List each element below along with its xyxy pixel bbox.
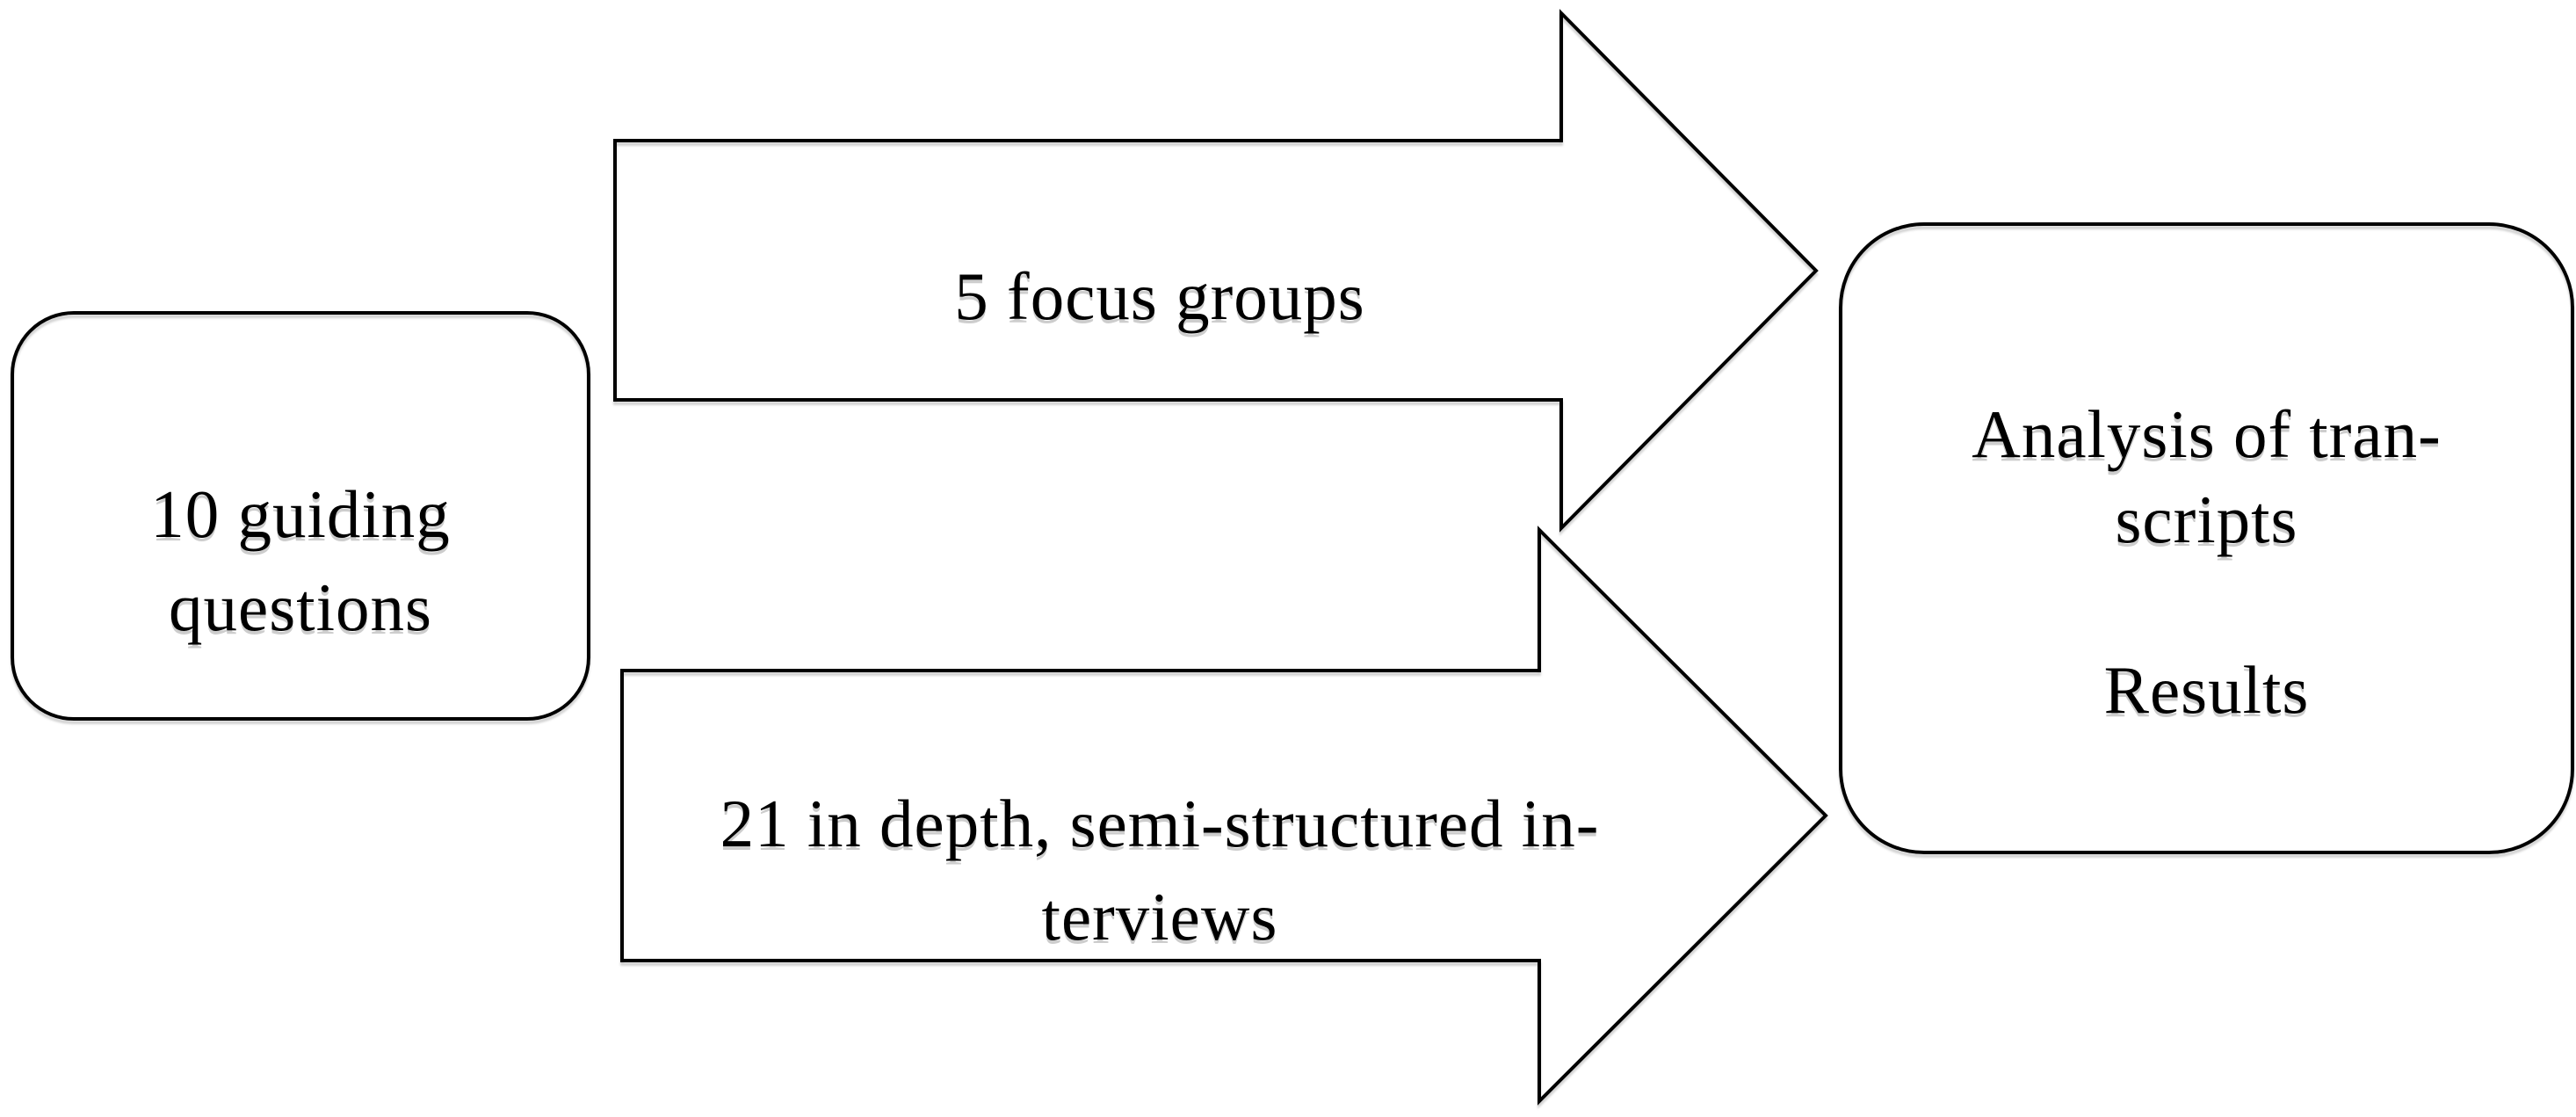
interviews-arrow: [620, 526, 1828, 1106]
focus-groups-arrow: [613, 9, 1819, 533]
focus-groups-label: 5 focus groups: [571, 250, 1748, 343]
guiding-questions-label: 10 guiding questions: [12, 468, 589, 654]
analysis-results-line-3-blank: [1841, 562, 2572, 648]
interviews-line-1: 21 in depth, semi-structured in-: [720, 786, 1600, 861]
analysis-results-label: Analysis of tran- scripts Results: [1841, 392, 2572, 733]
guiding-questions-line-2: questions: [169, 569, 432, 645]
analysis-results-box: [1839, 222, 2574, 854]
focus-groups-line-1: 5 focus groups: [954, 258, 1365, 334]
analysis-results-line-2: scripts: [2115, 482, 2298, 557]
analysis-results-line-1: Analysis of tran-: [1972, 396, 2442, 472]
guiding-questions-box: [11, 311, 590, 721]
analysis-results-line-4: Results: [2103, 652, 2310, 728]
guiding-questions-line-1: 10 guiding: [150, 476, 451, 552]
interviews-line-2: terviews: [1041, 879, 1278, 954]
interviews-label: 21 in depth, semi-structured in- terview…: [571, 777, 1748, 963]
